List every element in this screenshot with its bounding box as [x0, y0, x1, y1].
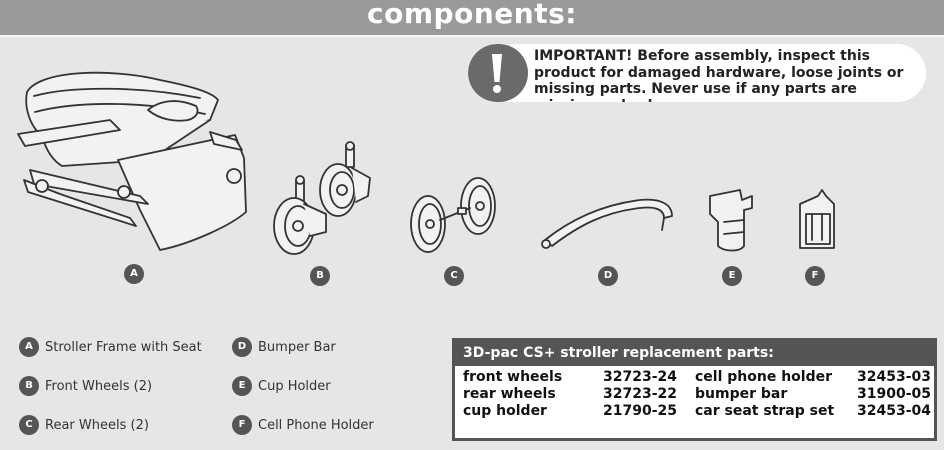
legend-item-rear-wheels: C Rear Wheels (2)	[19, 415, 149, 437]
legend-label: Front Wheels (2)	[45, 378, 153, 394]
badge-a: A	[124, 264, 144, 284]
legend-label: Rear Wheels (2)	[45, 417, 149, 433]
rear-wheels-illustration	[410, 177, 496, 253]
part-number: 32723-22	[603, 386, 677, 402]
part-number: 31900-05	[857, 386, 931, 402]
legend-label: Stroller Frame with Seat	[45, 339, 202, 355]
warning-banner: IMPORTANT! Before assembly, inspect this…	[468, 44, 926, 102]
part-name: car seat strap set	[695, 403, 835, 419]
replacement-parts-title: 3D-pac CS+ stroller replacement parts:	[455, 341, 934, 366]
part-number: 32723-24	[603, 369, 677, 385]
part-name: bumper bar	[695, 386, 788, 402]
components-illustration	[17, 71, 835, 255]
legend-badge: A	[19, 337, 39, 357]
legend-item-front-wheels: B Front Wheels (2)	[19, 376, 152, 398]
legend-badge: C	[19, 415, 39, 435]
badge-f: F	[805, 266, 825, 286]
legend-label: Cup Holder	[258, 378, 331, 394]
legend-item-cup-holder: E Cup Holder	[232, 376, 331, 398]
legend-item-stroller-frame: A Stroller Frame with Seat	[19, 337, 202, 359]
cup-holder-illustration	[709, 189, 753, 252]
replacement-parts-box: 3D-pac CS+ stroller replacement parts: f…	[452, 338, 937, 441]
legend-label: Bumper Bar	[258, 339, 336, 355]
cell-phone-holder-illustration	[799, 189, 835, 249]
legend-label: Cell Phone Holder	[258, 417, 374, 433]
legend-badge: B	[19, 376, 39, 396]
legend-item-cell-phone-holder: F Cell Phone Holder	[232, 415, 374, 437]
part-name: cell phone holder	[695, 369, 833, 385]
badge-d: D	[598, 266, 618, 286]
page-header: components:	[0, 0, 944, 37]
badge-b: B	[310, 266, 330, 286]
part-name: rear wheels	[463, 386, 556, 402]
legend-badge: D	[232, 337, 252, 357]
part-name: cup holder	[463, 403, 547, 419]
stroller-frame-illustration	[17, 71, 247, 251]
part-number: 32453-03	[857, 369, 931, 385]
legend-badge: F	[232, 415, 252, 435]
legend-item-bumper-bar: D Bumper Bar	[232, 337, 336, 359]
legend-badge: E	[232, 376, 252, 396]
bumper-bar-illustration	[541, 198, 673, 249]
part-number: 21790-25	[603, 403, 677, 419]
part-name: front wheels	[463, 369, 563, 385]
warning-text: IMPORTANT! Before assembly, inspect this…	[534, 48, 904, 102]
badge-e: E	[722, 266, 742, 286]
part-number: 32453-04	[857, 403, 931, 419]
front-wheels-illustration	[273, 141, 371, 255]
warning-icon	[468, 44, 528, 102]
badge-c: C	[444, 266, 464, 286]
page-title: components:	[367, 0, 577, 30]
